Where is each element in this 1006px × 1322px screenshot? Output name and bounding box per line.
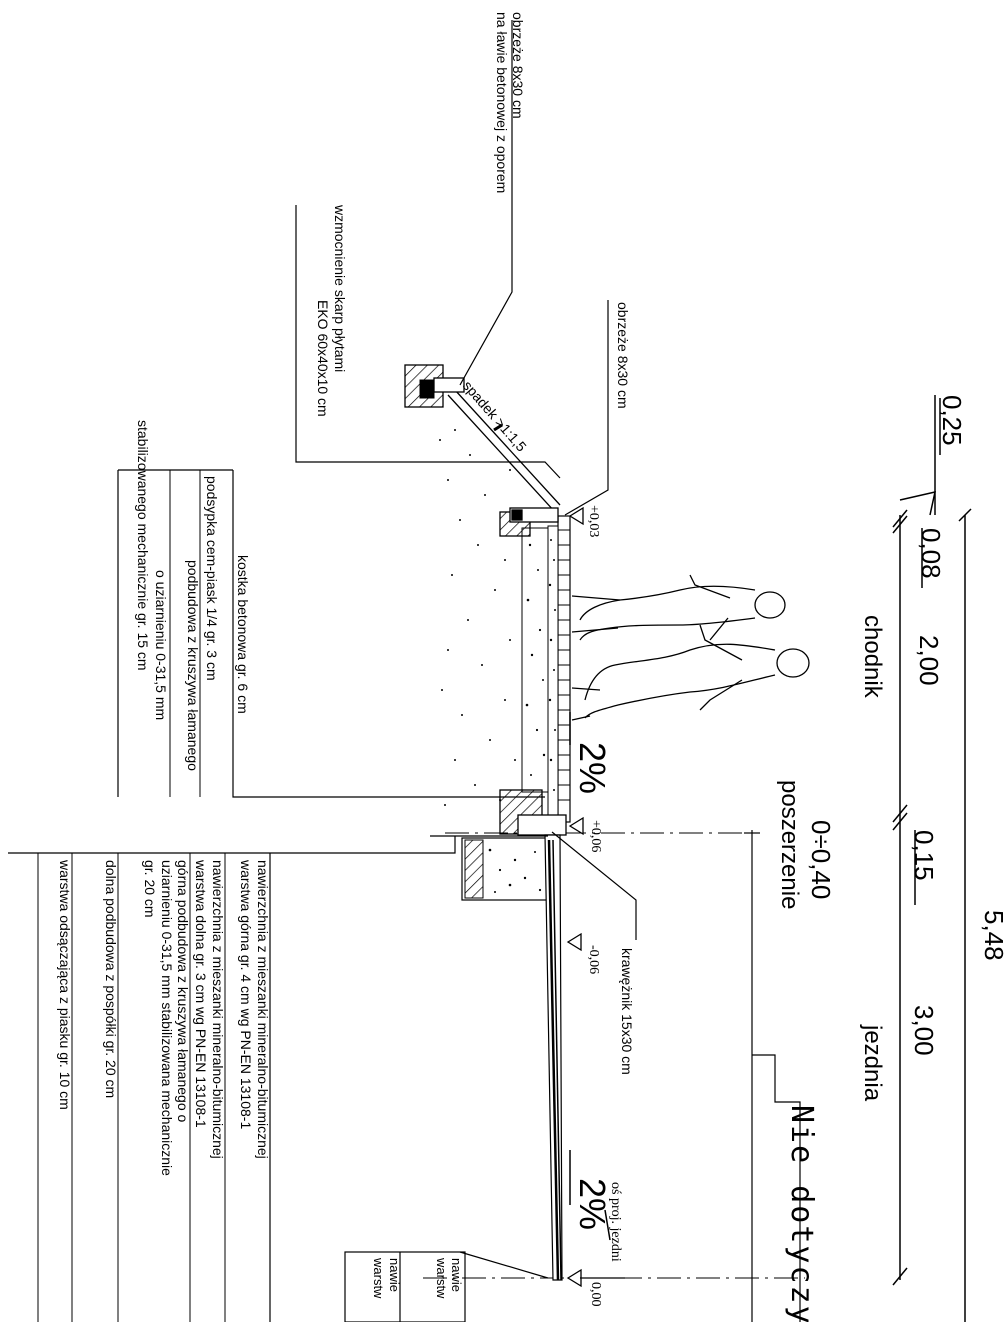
elevation-2: +0,06 [588,820,603,852]
elevation-texts: +0,03 +0,06 -0,06 0,00 [586,505,603,1307]
embankment: spadek >1:1,5 [404,364,561,513]
cut-label-3: nawie [387,1258,402,1292]
sidewalk-layer-3b: o uziarnieniu 0-31,5 mm [153,570,169,720]
road-layer-3c: gr. 20 cm [142,860,158,918]
label-eco-2: EKO 60x40x10 cm [315,300,331,417]
road-slope [569,1150,611,1241]
label-poszerzenie: poszerzenie [776,780,803,909]
label-not-applicable: Nie dotyczy op [784,1105,819,1322]
label-curb-top-1: obrzeże 8x30 cm [510,12,526,119]
label-eco-1: wzmocnienie skarp płytami [332,204,348,372]
road-layer-2a: nawierzchnia z mieszanki mineralno-bitum… [210,860,226,1159]
elevation-3: -0,06 [586,945,601,974]
dim-200: 2,00 [914,635,944,686]
dim-008: 0,08 [916,528,946,579]
road-layer-3a: górna podbudowa z kruszywa łamanego o [175,860,191,1122]
annotation-texts: obrzeże 8x30 cm na ławie betonowej z opo… [57,12,635,1299]
sidewalk-structure [521,515,571,823]
road-layer-5: warstwa odsączająca z piasku gr. 10 cm [57,859,73,1110]
label-chodnik: chodnik [859,615,886,699]
road-structure [430,834,563,1281]
dim-025: 0,25 [937,395,967,446]
slope-sidewalk: 2% [572,742,613,794]
edging-left [499,507,559,537]
label-jezdnia: jezdnia [859,1024,886,1102]
road-layer-table [37,853,226,1322]
elevation-markers [566,506,584,1288]
label-poszerzenie-range: 0÷0,40 [806,820,836,899]
cut-label-2: warstw [434,1257,449,1299]
soil-texture [439,429,516,806]
pedestrians-illustration [571,574,810,721]
dimension-texts: 5,48 0,25 0,08 2,00 0,15 3,00 [909,395,1006,1056]
poszerzenie-bracket [744,830,801,1322]
elevation-1: +0,03 [586,505,601,537]
dim-300: 3,00 [909,1005,939,1056]
leader-lines [8,20,637,1322]
sidewalk-layer-2: podsypka cem-piask 1/4 gr. 3 cm [204,476,220,681]
label-curb-top-2: na ławie betonowej z oporem [494,12,510,193]
cut-label-1: nawie [449,1258,464,1292]
zone-labels: chodnik 0÷0,40 poszerzenie jezdnia Nie d… [776,615,886,1322]
slope-embankment: spadek >1:1,5 [460,377,530,454]
sidewalk-layer-3c: stabilizowanego mechanicznie gr. 15 cm [135,420,151,671]
road-layer-2b: warstwa dolna gr. 3 cm wg PN-EN 13108-1 [193,859,209,1128]
elevation-4: 0,00 [588,1282,603,1307]
slope-road: 2% [572,1178,613,1230]
reference-lines [423,832,805,1279]
slope-texts: 2% 2% [572,742,613,1230]
dim-015: 0,15 [909,830,939,881]
road-layer-1a: nawierzchnia z mieszanki mineralno-bitum… [255,860,271,1159]
road-layer-3b: uziarnieniu 0-31,5 mm stabilizowana mech… [159,860,175,1176]
label-edge: obrzeże 8x30 cm [615,302,631,409]
road-layer-4: dolna podbudowa z pospółki gr. 20 cm [103,860,119,1098]
sidewalk-layer-3a: podbudowa z kruszywa łamanego [185,560,201,771]
label-axis: oś proj. jezdni [608,1182,623,1262]
cut-label-4: warstw [371,1257,386,1299]
dimension-lines [892,395,972,1322]
label-kerb: krawężnik 15x30 cm [619,948,635,1075]
dim-total: 5,48 [979,910,1006,961]
sidewalk-layer-table [169,470,201,797]
road-layer-1b: warstwa górna gr. 4 cm wg PN-EN 13108-1 [238,859,254,1129]
sidewalk-layer-1: kostka betonowa gr. 6 cm [235,555,251,714]
